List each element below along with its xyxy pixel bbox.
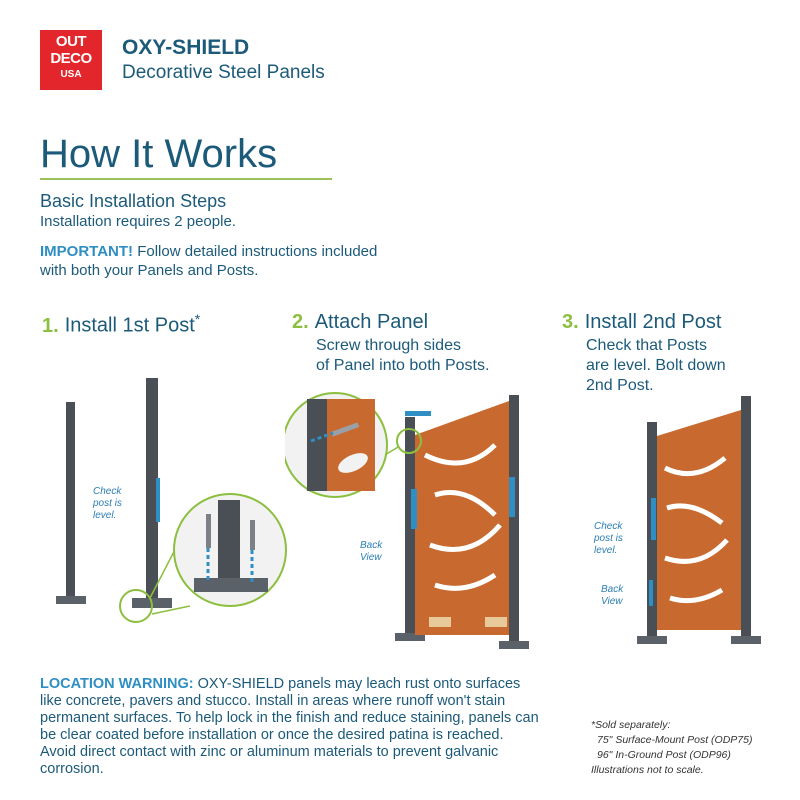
warning-text: OXY-SHIELD panels may leach rust onto su… [40, 676, 539, 777]
step-3-description: Check that Posts are level. Bolt down 2n… [586, 336, 726, 396]
step-1-title: Install 1st Post [64, 314, 195, 337]
note-surface-mount: 75" Surface-Mount Post (ODP75) [597, 734, 753, 746]
note-in-ground: 96" In-Ground Post (ODP96) [597, 749, 731, 761]
out-deco-logo: OUT DECO USA [40, 30, 102, 90]
step-3-number: 3. [562, 311, 579, 333]
step-2-title: Attach Panel [314, 311, 429, 333]
footnotes: *Sold separately: 75" Surface-Mount Post… [591, 718, 752, 778]
important-text: Follow detailed instructions included wi… [40, 243, 378, 279]
requirement-text: Installation requires 2 people. [40, 213, 236, 230]
product-title: OXY-SHIELD [122, 36, 250, 59]
post-left [66, 402, 75, 598]
step-3-illustration [637, 396, 761, 644]
important-label: IMPORTANT! [40, 243, 134, 260]
step-1-number: 1. [42, 314, 59, 337]
level-tool [156, 478, 160, 522]
step-1-illustration [56, 378, 287, 623]
check-post-level-callout: Check post is level. [93, 486, 122, 521]
post-left-base [56, 596, 86, 604]
logo-line-usa: USA [60, 69, 82, 80]
title-underline [40, 178, 332, 180]
rust-panel [415, 401, 509, 635]
logo-line-deco: DECO [50, 50, 92, 67]
note-not-to-scale: Illustrations not to scale. [591, 764, 704, 776]
detail-small-circle [119, 589, 153, 623]
logo-line-out: OUT [55, 33, 87, 50]
step-2-illustration [285, 392, 529, 649]
step-2-heading: 2.Attach Panel [292, 311, 428, 334]
step-3-desc-line2: are level. Bolt down [586, 357, 726, 374]
step-3-heading: 3.Install 2nd Post [562, 311, 721, 334]
step-3-title: Install 2nd Post [584, 311, 722, 333]
post-right-2 [509, 395, 519, 645]
post-left-2 [405, 417, 415, 637]
step-2-number: 2. [292, 311, 309, 333]
post-right-3 [741, 396, 751, 640]
back-view-callout-step2: Back View [360, 540, 383, 563]
post-right [146, 378, 158, 602]
page-title: How It Works [40, 132, 278, 176]
step-1-asterisk: * [194, 311, 201, 327]
step-1-heading: 1.Install 1st Post* [42, 311, 200, 338]
back-view-callout-step3: Back View [601, 584, 624, 607]
important-note: IMPORTANT! Follow detailed instructions … [40, 242, 380, 280]
step-2-desc-line2: of Panel into both Posts. [316, 357, 490, 374]
step-3-desc-line1: Check that Posts [586, 337, 707, 354]
step-2-desc-line1: Screw through sides [316, 337, 461, 354]
location-warning: LOCATION WARNING: OXY-SHIELD panels may … [40, 676, 540, 778]
note-sold-separately: *Sold separately: [591, 719, 671, 731]
step-3-desc-line3: 2nd Post. [586, 377, 654, 394]
basic-steps-heading: Basic Installation Steps [40, 191, 227, 211]
product-subtitle: Decorative Steel Panels [122, 62, 325, 83]
warning-label: LOCATION WARNING: [40, 676, 194, 692]
step-2-description: Screw through sides of Panel into both P… [316, 336, 489, 376]
check-posts-level-callout: Check post is level. [594, 521, 623, 556]
rust-panel-3 [657, 410, 741, 630]
